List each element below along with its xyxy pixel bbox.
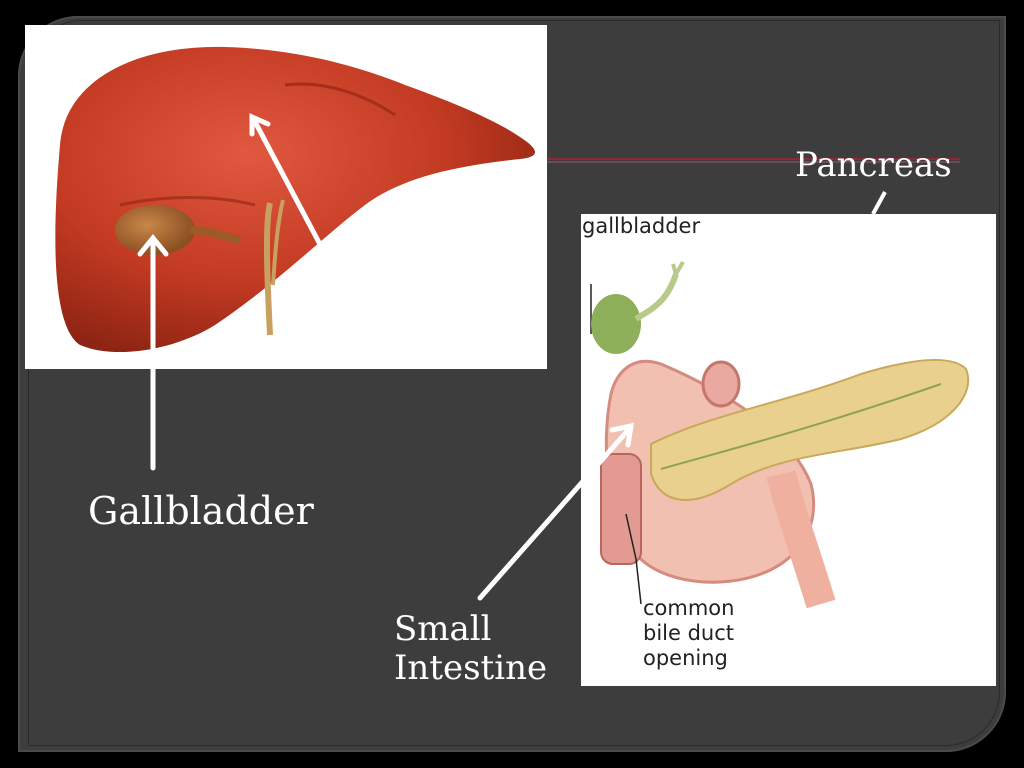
liver-illustration — [25, 25, 547, 369]
small-intestine-arrow — [477, 422, 635, 601]
pancreas-shape — [650, 359, 970, 501]
gallbladder-arrow — [137, 234, 169, 471]
pancreas-pointer — [871, 191, 887, 215]
bile-duct-label-line3: opening — [643, 646, 728, 671]
liver-arrow — [249, 113, 326, 253]
gallbladder-label: Gallbladder — [88, 489, 314, 533]
small-intestine-label: Small Intestine — [394, 609, 548, 689]
pancreas-label: Pancreas — [795, 145, 952, 185]
diagram-bile-duct-label: common bile duct opening — [643, 596, 734, 672]
diagram-gallbladder-shape — [591, 294, 641, 354]
pancreas-diagram — [581, 214, 996, 686]
bile-duct-label-line2: bile duct — [643, 621, 735, 646]
pancreas-image — [590, 260, 970, 609]
small-intestine-label-line2: Intestine — [394, 648, 548, 689]
diagram-gallbladder-label: gallbladder — [582, 214, 701, 238]
bile-duct-label-line1: common — [643, 596, 735, 620]
small-intestine-label-line1: Small — [394, 609, 492, 649]
bile-duct-pointer-line — [625, 513, 642, 605]
